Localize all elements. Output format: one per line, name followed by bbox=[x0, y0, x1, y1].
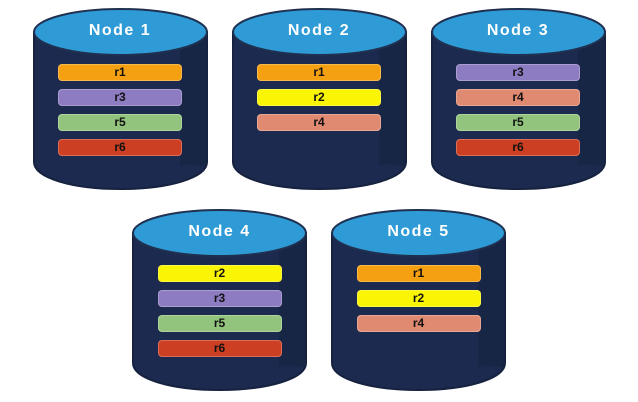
replica-bar-r5[interactable]: r5 bbox=[157, 315, 282, 332]
replica-bar-r2[interactable]: r2 bbox=[257, 89, 381, 106]
replica-bar-r6[interactable]: r6 bbox=[456, 139, 580, 156]
replica-bar-r3[interactable]: r3 bbox=[58, 89, 182, 106]
node-2-replica-list: r1 r2 r4 bbox=[229, 64, 410, 131]
node-1-replica-list: r1 r3 r5 r6 bbox=[30, 64, 211, 156]
replica-bar-r5[interactable]: r5 bbox=[456, 114, 580, 131]
node-5-replica-list: r1 r2 r4 bbox=[328, 265, 509, 332]
replica-bar-r6[interactable]: r6 bbox=[58, 139, 182, 156]
replica-bar-r5[interactable]: r5 bbox=[58, 114, 182, 131]
node-4-replica-list: r2 r3 r5 r6 bbox=[129, 265, 310, 357]
replica-bar-r6[interactable]: r6 bbox=[157, 340, 282, 357]
replica-bar-r4[interactable]: r4 bbox=[456, 89, 580, 106]
replica-bar-r2[interactable]: r2 bbox=[356, 290, 481, 307]
replica-bar-r1[interactable]: r1 bbox=[58, 64, 182, 81]
replica-bar-r3[interactable]: r3 bbox=[456, 64, 580, 81]
replica-bar-r3[interactable]: r3 bbox=[157, 290, 282, 307]
node-3-replica-list: r3 r4 r5 r6 bbox=[428, 64, 609, 156]
replica-bar-r4[interactable]: r4 bbox=[356, 315, 481, 332]
replica-bar-r1[interactable]: r1 bbox=[257, 64, 381, 81]
replica-bar-r4[interactable]: r4 bbox=[257, 114, 381, 131]
replica-bar-r1[interactable]: r1 bbox=[356, 265, 481, 282]
replica-bar-r2[interactable]: r2 bbox=[157, 265, 282, 282]
